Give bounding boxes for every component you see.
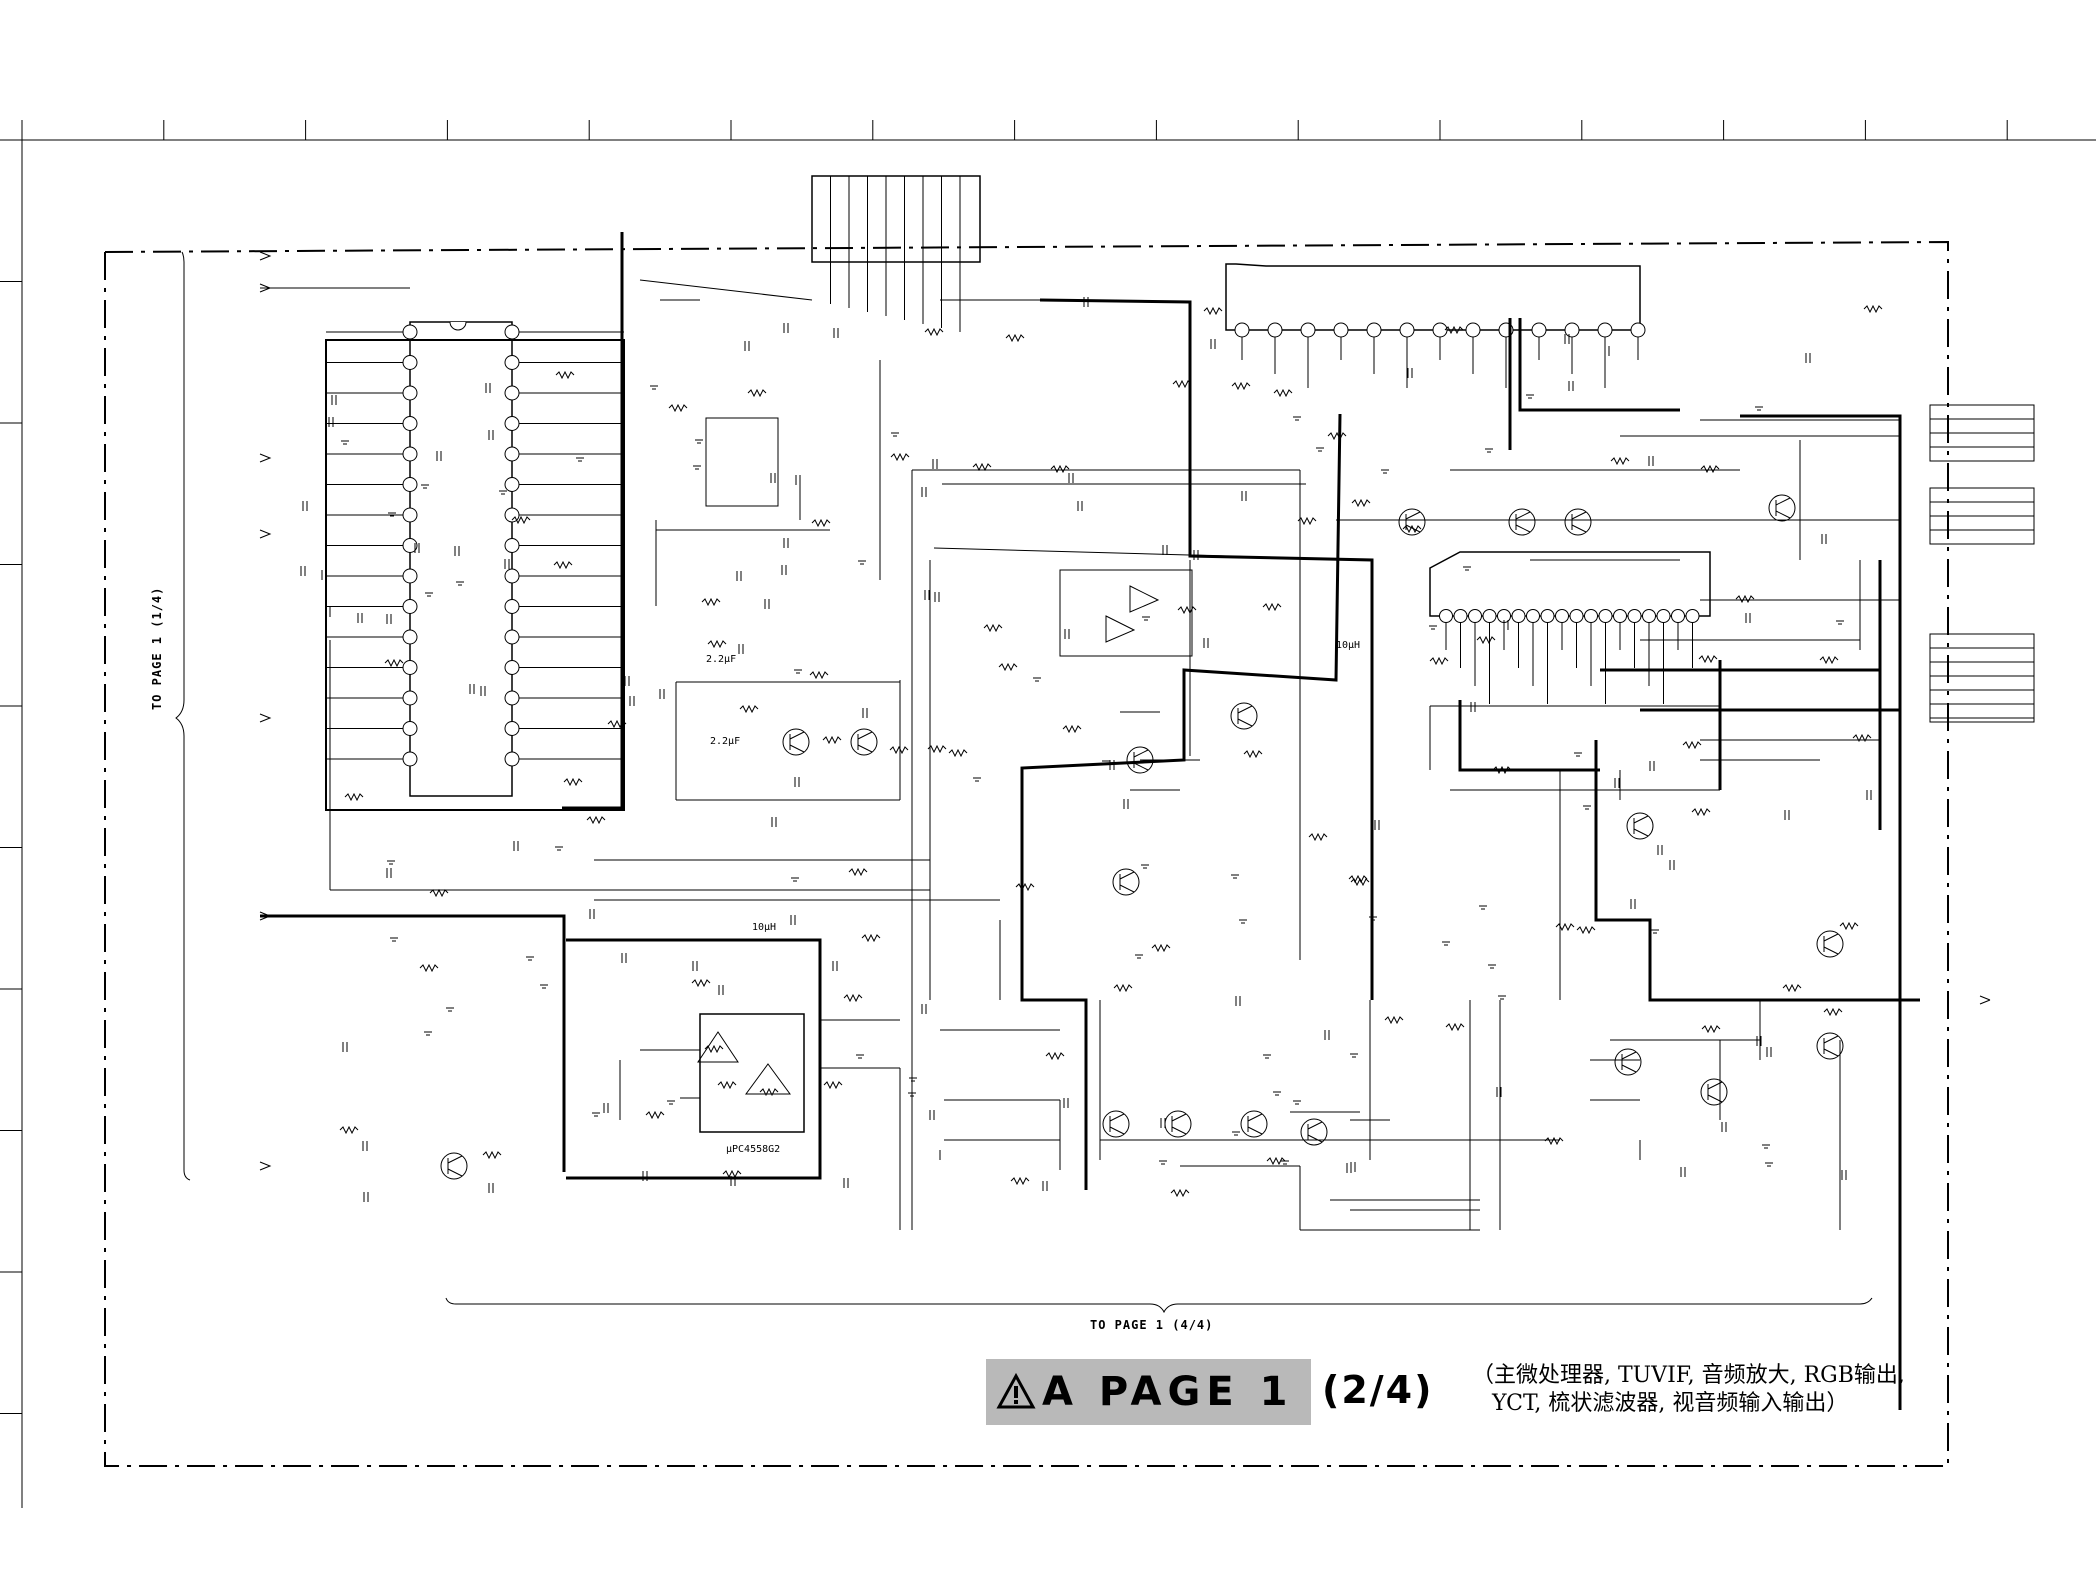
- description-line-2: YCT, 梳状滤波器, 视音频输入输出）: [1492, 1391, 1849, 1416]
- page-description: （主微处理器, TUVIF, 音频放大, RGB输出, YCT, 梳状滤波器, …: [1472, 1362, 1905, 1418]
- cap-label-top: 2.2µF: [706, 654, 737, 665]
- inductor-label-left: 10µH: [752, 922, 777, 933]
- left-connector-label: TO PAGE 1 (1/4): [150, 586, 164, 710]
- page-title-box: A PAGE 1: [986, 1359, 1311, 1425]
- inductor-label-mid: 10µH: [1336, 640, 1361, 651]
- opamp-label: µPC4558G2: [726, 1144, 781, 1155]
- bottom-connector-label: TO PAGE 1 (4/4): [1090, 1318, 1214, 1332]
- description-line-1: （主微处理器, TUVIF, 音频放大, RGB输出,: [1472, 1363, 1905, 1388]
- page-title: A PAGE 1: [1042, 1369, 1294, 1415]
- cap-label-bottom: 2.2µF: [710, 736, 741, 747]
- page-fraction: (2/4): [1322, 1368, 1434, 1412]
- warning-triangle-icon: [996, 1372, 1036, 1409]
